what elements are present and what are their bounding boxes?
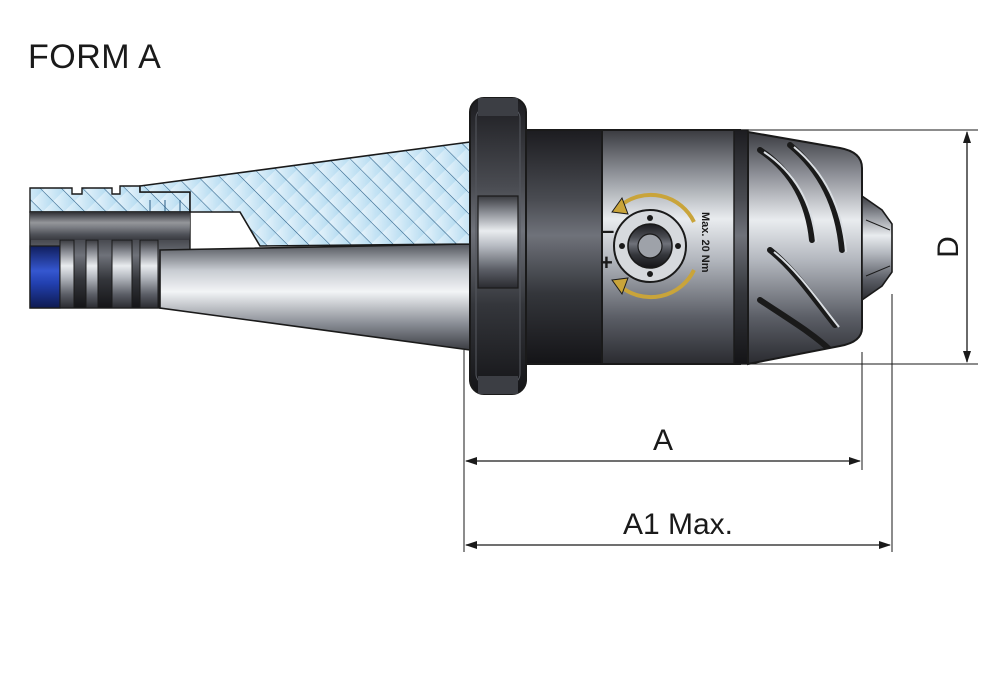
- dimension-label-a: A: [653, 424, 673, 457]
- form-title: FORM A: [28, 38, 162, 76]
- plus-sign: +: [600, 250, 613, 275]
- chuck-nose: [747, 130, 863, 366]
- flange: [469, 97, 527, 395]
- drawbar-blue-part: [29, 245, 61, 309]
- dimension-label-a1: A1 Max.: [623, 508, 733, 541]
- key-socket: [613, 209, 687, 283]
- torque-marking: Max. 20 Nm: [699, 212, 711, 273]
- chuck-body: [601, 129, 749, 365]
- collar: [525, 129, 603, 365]
- dimension-label-d: D: [932, 236, 965, 258]
- minus-sign: –: [602, 218, 614, 243]
- extension-lines: [463, 129, 978, 552]
- collet-tip: [861, 194, 893, 302]
- rotation-arrows-icon: [611, 192, 696, 300]
- taper-shank: [139, 141, 471, 351]
